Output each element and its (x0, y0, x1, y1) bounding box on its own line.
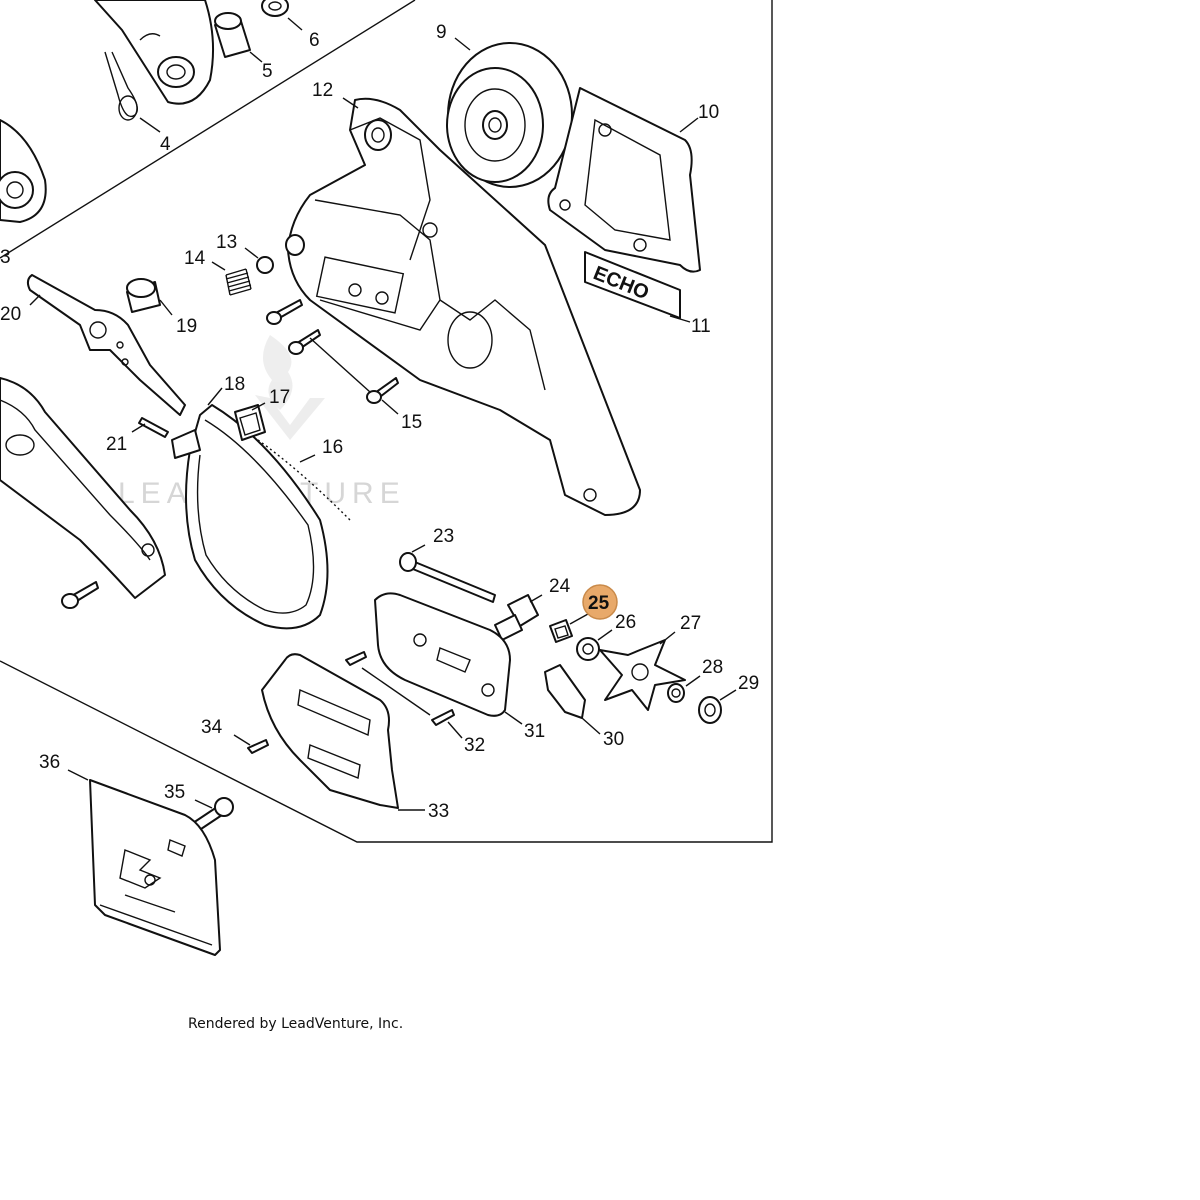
part-13-ball (256, 256, 274, 274)
part-33-guide-plate (261, 653, 399, 809)
part-27-star-knob (599, 639, 686, 711)
callout-33[interactable]: 33 (428, 801, 449, 822)
callout-35[interactable]: 35 (164, 782, 185, 803)
rendered-by-credit: Rendered by LeadVenture, Inc. (188, 1016, 404, 1032)
callout-24[interactable]: 24 (549, 576, 571, 597)
part-31-side-plate (374, 592, 511, 717)
part-screw-left (61, 581, 99, 609)
part-arm-lower (0, 119, 47, 223)
callout-13[interactable]: 13 (216, 232, 237, 253)
part-24-pin (494, 594, 539, 641)
callout-34[interactable]: 34 (201, 717, 223, 738)
part-15-screws (266, 299, 399, 404)
part-26-gear (576, 637, 600, 661)
callout-11[interactable]: 11 (691, 316, 711, 337)
callout-32[interactable]: 32 (464, 735, 485, 756)
leader-lines (29, 17, 737, 811)
part-9-clutch-drum (446, 42, 573, 188)
callout-12[interactable]: 12 (312, 80, 333, 101)
part-23-bolt (399, 552, 496, 603)
watermark-logo (255, 335, 325, 440)
callout-15[interactable]: 15 (401, 412, 422, 433)
callout-6[interactable]: 6 (309, 30, 320, 51)
callout-25[interactable]: 25 (588, 593, 610, 614)
part-4-spring-clip (104, 51, 138, 121)
callout-16[interactable]: 16 (322, 437, 343, 458)
part-5-bushing (214, 12, 251, 58)
part-34-screw (247, 739, 269, 754)
callout-31[interactable]: 31 (524, 721, 545, 742)
callout-27[interactable]: 27 (680, 613, 701, 634)
callout-30[interactable]: 30 (603, 729, 624, 750)
part-28-washer (667, 683, 685, 703)
part-20-lever (26, 274, 186, 416)
highlight-callout-25 (582, 584, 618, 620)
part-6-washer (261, 0, 289, 17)
part-14-spring (225, 268, 252, 296)
part-30-plate (544, 664, 586, 719)
callout-23[interactable]: 23 (433, 526, 454, 547)
callout-28[interactable]: 28 (702, 657, 723, 678)
part-29-washer (698, 696, 722, 724)
part-arm-upper (94, 0, 215, 105)
part-16-spring (257, 439, 351, 521)
callout-5[interactable]: 5 (262, 61, 273, 82)
callout-26[interactable]: 26 (615, 612, 636, 633)
callout-3[interactable]: 3 (0, 247, 11, 268)
callout-21[interactable]: 21 (106, 434, 127, 455)
part-25-nut (549, 619, 573, 643)
callout-18[interactable]: 18 (224, 374, 245, 395)
callout-19[interactable]: 19 (176, 316, 197, 337)
diagram-frame (0, 0, 773, 843)
part-bar-cover-left (0, 377, 166, 599)
callout-4[interactable]: 4 (160, 134, 171, 155)
part-18-brake-band (171, 404, 329, 630)
part-17-block (234, 404, 266, 441)
callout-14[interactable]: 14 (184, 248, 206, 269)
part-10-plate (547, 87, 701, 273)
callout-36[interactable]: 36 (39, 752, 60, 773)
part-36-sprocket-cover (89, 779, 221, 956)
part-12-case (285, 97, 641, 516)
part-21-pin (138, 417, 169, 438)
part-32-screw (345, 651, 455, 726)
callout-29[interactable]: 29 (738, 673, 759, 694)
part-19-bushing (126, 278, 161, 313)
callout-20[interactable]: 20 (0, 304, 21, 325)
callout-9[interactable]: 9 (436, 22, 447, 43)
callout-10[interactable]: 10 (698, 102, 719, 123)
callout-labels: 3 4 5 6 9 10 11 12 13 14 15 16 17 18 19 … (0, 22, 759, 822)
callout-17[interactable]: 17 (269, 387, 290, 408)
